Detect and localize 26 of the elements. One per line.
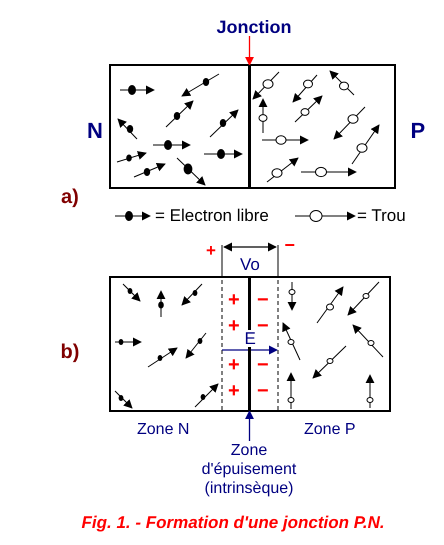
field-label: E bbox=[244, 330, 257, 347]
region-letter: P bbox=[410, 120, 426, 142]
charge-sign: − bbox=[257, 355, 269, 375]
charge-sign: + bbox=[228, 355, 240, 375]
zone-label: Zone P bbox=[304, 422, 356, 438]
charge-sign: + bbox=[228, 381, 240, 401]
charge-sign: − bbox=[257, 381, 269, 401]
junction-line bbox=[248, 65, 251, 188]
leader-arrow bbox=[245, 36, 254, 66]
panel-letter: b) bbox=[60, 342, 80, 362]
charge-sign: + bbox=[228, 316, 240, 336]
charge-sign: − bbox=[257, 316, 269, 336]
junction-label: Jonction bbox=[216, 18, 292, 36]
figure-caption: Fig. 1. - Formation d'une jonction P.N. bbox=[82, 514, 385, 531]
region-letter: N bbox=[87, 120, 103, 142]
charge-sign: − bbox=[284, 236, 296, 254]
charge-sign: + bbox=[206, 242, 216, 259]
legend-text: = Electron libre bbox=[155, 207, 269, 224]
panel-letter: a) bbox=[61, 187, 79, 207]
charge-sign: − bbox=[257, 290, 269, 310]
legend-text: = Trou bbox=[357, 207, 406, 224]
leader-arrow bbox=[245, 410, 254, 441]
charge-sign: + bbox=[228, 290, 240, 310]
voltage-label: Vo bbox=[240, 256, 260, 273]
depletion-zone-label: Zone d'épuisement (intrinsèque) bbox=[189, 441, 309, 498]
zone-label: Zone N bbox=[137, 422, 190, 438]
